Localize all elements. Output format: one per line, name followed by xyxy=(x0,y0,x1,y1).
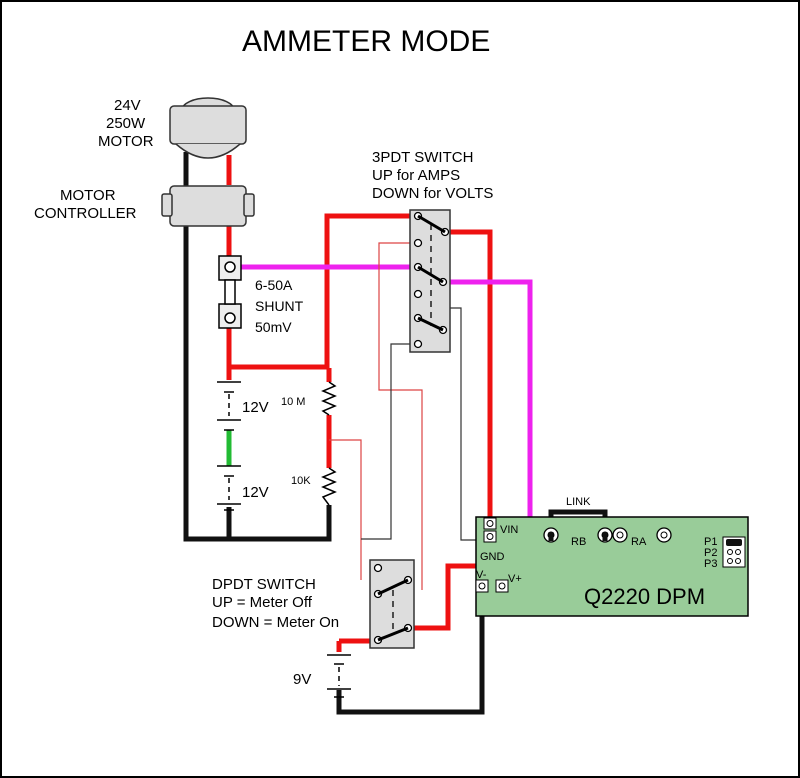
shunt-label-line1: 6-50A xyxy=(255,277,293,293)
battery-12v-bottom xyxy=(217,465,241,511)
battery-9v xyxy=(327,654,351,698)
dpm-pin-ra: RA xyxy=(631,536,647,548)
motor-controller xyxy=(161,185,255,227)
resistor-10m xyxy=(321,381,337,416)
resistor-10k xyxy=(321,467,337,506)
switch-3pdt-label-line1: 3PDT SWITCH xyxy=(372,149,473,166)
motor-label-line1: 24V xyxy=(114,97,141,114)
battery-12v-top xyxy=(217,381,241,431)
switch-3pdt[interactable] xyxy=(409,209,451,353)
battery-bottom-label: 12V xyxy=(242,484,269,501)
motor-label-line2: 250W xyxy=(106,115,146,132)
motor xyxy=(169,97,247,159)
switch-dpdt-label-line1: DPDT SWITCH xyxy=(212,576,316,593)
battery-9v-label: 9V xyxy=(293,671,311,688)
signal-wires xyxy=(329,242,483,590)
dpm-pin-vin: VIN xyxy=(500,524,518,536)
motor-label-line3: MOTOR xyxy=(98,133,154,150)
switch-3pdt-label-line3: DOWN for VOLTS xyxy=(372,185,493,202)
switch-3pdt-label-line2: UP for AMPS xyxy=(372,167,460,184)
switch-dpdt-label-line2: UP = Meter Off xyxy=(212,594,313,611)
ground-wires xyxy=(183,152,608,715)
current-shunt xyxy=(218,255,242,329)
switch-dpdt-label-line3: DOWN = Meter On xyxy=(212,614,339,631)
dpm-jumper-p1: P1 xyxy=(704,536,717,548)
resistor-bottom-label: 10K xyxy=(291,475,311,487)
dpm-pin-rb: RB xyxy=(571,536,586,548)
dpm-pin-vplus: V+ xyxy=(508,573,522,585)
dpm-pin-vminus: V- xyxy=(476,569,487,581)
shunt-label-line3: 50mV xyxy=(255,319,292,335)
dpm-pin-gnd: GND xyxy=(480,551,505,563)
switch-dpdt[interactable] xyxy=(369,559,415,649)
resistor-top-label: 10 M xyxy=(281,396,305,408)
dpm-link-label: LINK xyxy=(566,496,591,508)
dpm-jumper-p3: P3 xyxy=(704,558,717,570)
shunt-label-line2: SHUNT xyxy=(255,298,304,314)
dpm-jumper-p2: P2 xyxy=(704,547,717,559)
controller-label-line2: CONTROLLER xyxy=(34,205,137,222)
diagram-title: AMMETER MODE xyxy=(242,25,490,58)
dpm-board xyxy=(475,516,749,617)
controller-label-line1: MOTOR xyxy=(60,187,116,204)
dpm-model-label: Q2220 DPM xyxy=(584,584,705,609)
battery-top-label: 12V xyxy=(242,399,269,416)
